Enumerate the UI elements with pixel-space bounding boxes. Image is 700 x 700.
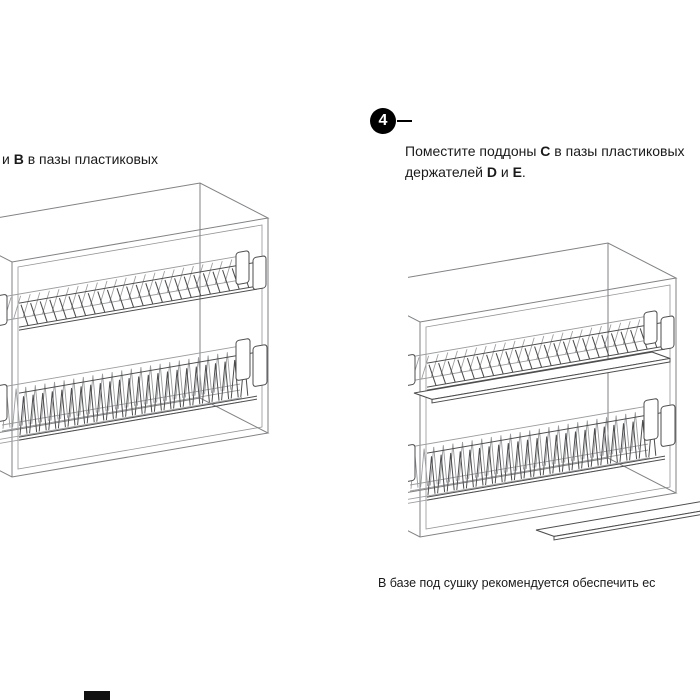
plastic-holder-lower-right — [235, 338, 268, 387]
line2-bold-d: D — [486, 164, 497, 180]
step4-line1: Поместите поддоны C в пазы пластиковых — [405, 141, 700, 162]
line2-bold-e: E — [512, 164, 522, 180]
line1-bold-c: C — [540, 143, 551, 159]
step-number-badge: 4 — [370, 108, 396, 134]
plastic-holder-upper-left — [0, 294, 8, 327]
plastic-holder-upper-right — [643, 310, 675, 350]
plastic-holder-lower-left — [408, 444, 416, 483]
line2-pre: держателей — [405, 164, 487, 180]
plastic-holder-lower-right — [643, 398, 676, 447]
right-cabinet-illustration — [408, 242, 700, 541]
line2-mid: и — [496, 164, 513, 180]
step4-instruction: Поместите поддоны C в пазы пластиковых д… — [405, 141, 700, 183]
upper-plate-rack — [0, 250, 267, 331]
lower-drip-tray-being-inserted — [535, 488, 700, 541]
lower-glass-rack — [0, 338, 268, 444]
cabinet-outline — [0, 182, 270, 478]
step-number: 4 — [378, 112, 388, 129]
upper-drip-tray — [413, 351, 671, 404]
line1-pre: Поместите поддоны — [405, 143, 541, 159]
line2-end: . — [521, 164, 526, 180]
upper-plate-rack — [408, 310, 675, 391]
fragment-post: в пазы пластиковых — [23, 151, 158, 167]
step-rule — [397, 120, 412, 122]
plastic-holder-lower-left — [0, 384, 8, 423]
plastic-holder-upper-left — [408, 354, 416, 387]
footer-logo-partial — [84, 691, 110, 700]
fragment-pre: и — [2, 151, 14, 167]
previous-step-text-fragment: и B в пазы пластиковых — [2, 149, 158, 170]
fragment-bold-b: B — [13, 151, 24, 167]
step4-line2: держателей D и E. — [405, 162, 700, 183]
ventilation-note: В базе под сушку рекомендуется обеспечит… — [378, 575, 656, 590]
line1-post: в пазы пластиковых — [550, 143, 685, 159]
lower-glass-rack — [408, 398, 676, 504]
plastic-holder-upper-right — [235, 250, 267, 290]
left-cabinet-illustration — [0, 182, 270, 478]
